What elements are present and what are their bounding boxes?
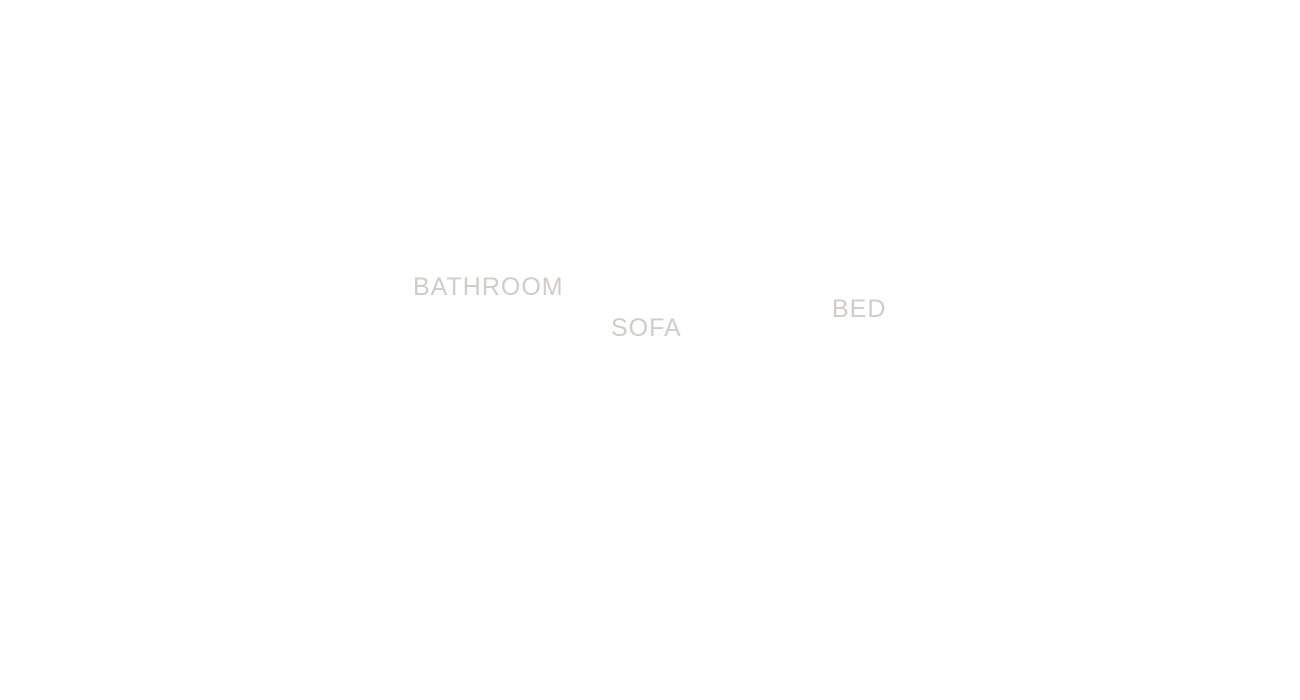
room-link-bathroom[interactable]: BATHROOM xyxy=(413,273,564,301)
room-link-sofa[interactable]: SOFA xyxy=(611,314,682,342)
room-link-bed[interactable]: BED xyxy=(832,295,887,323)
